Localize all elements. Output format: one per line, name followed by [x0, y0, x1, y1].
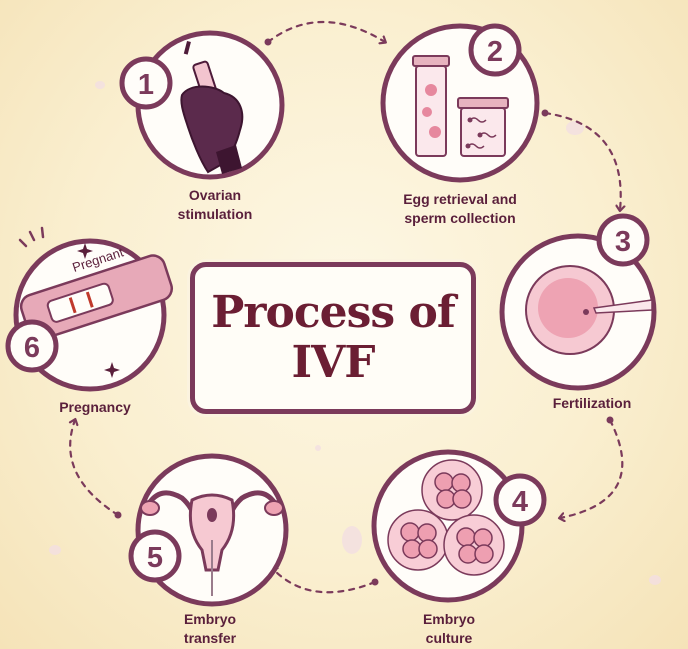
step-1-label: Ovarian stimulation [177, 187, 253, 222]
step-3-fertilization: 3 [499, 213, 657, 391]
step-6-label: Pregnancy [59, 399, 131, 415]
sperm-container-icon [457, 97, 509, 157]
step-5-number: 5 [147, 542, 163, 574]
title-line-2: IVF [291, 337, 376, 388]
arrow-start-dots [114, 38, 614, 586]
step-2-number: 2 [487, 36, 503, 68]
step-2-label: Egg retrieval and sperm collection [403, 191, 517, 226]
step-1-ovarian-stimulation: 1 [119, 30, 285, 180]
step-5-label: Embryo transfer [183, 611, 237, 646]
step-4-embryo-culture: 4 [371, 449, 547, 603]
arrow-step4-to-step5 [272, 568, 377, 594]
arrow-step2-to-step3 [543, 111, 621, 210]
micropipette-icon [592, 299, 653, 314]
arrow-step5-to-step6 [70, 420, 120, 517]
title-box: Process of IVF [190, 262, 476, 414]
background-blobs [49, 81, 661, 585]
step-5-embryo-transfer: 5 [128, 453, 289, 607]
connector-arrows [70, 20, 624, 594]
step-1-number: 1 [138, 69, 154, 101]
step-3-label: Fertilization [552, 395, 632, 411]
step-6-pregnancy: Pregnant 6 [5, 226, 174, 392]
sparkle-icons [77, 243, 120, 378]
step-3-number: 3 [615, 226, 631, 258]
arrow-step3-to-step4 [560, 418, 624, 518]
arrow-step1-to-step2 [266, 20, 385, 42]
egg-cell-icon [525, 265, 615, 355]
title-line-1: Process of [211, 287, 456, 338]
burst-lines-icon [18, 226, 45, 248]
step-2-egg-retrieval: 2 [380, 23, 540, 183]
step-4-label: Embryo culture [422, 611, 476, 646]
embryo-cells-icon [387, 459, 505, 576]
step-6-number: 6 [24, 332, 40, 364]
step-4-number: 4 [512, 486, 528, 518]
uterus-icon [140, 490, 284, 596]
egg-test-tube-icon [412, 55, 450, 157]
gloved-hand-icon [180, 85, 244, 174]
